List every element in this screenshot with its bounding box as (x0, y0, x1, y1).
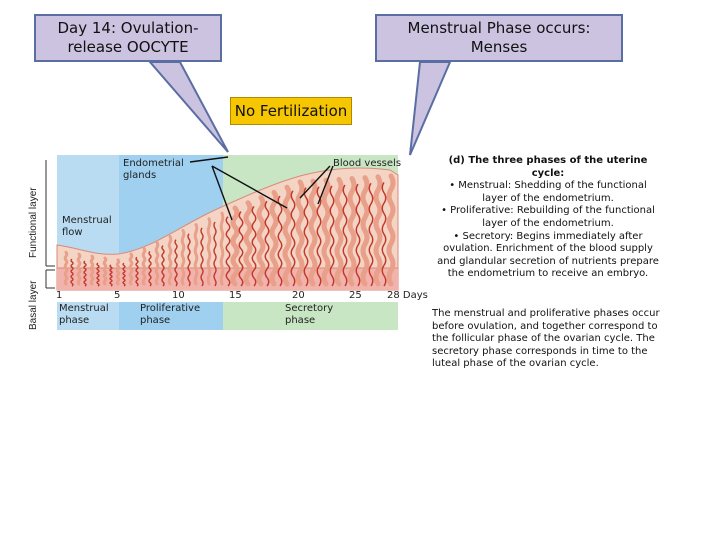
vessel-20 (329, 185, 335, 287)
menses-callout-pointer (409, 61, 452, 156)
blood-vessels-label: Blood vessels (333, 158, 402, 169)
vessel-22 (355, 183, 361, 287)
day-tick-20: 20 (292, 290, 305, 301)
vessel-12 (225, 216, 231, 287)
secretory-phase-label: Secretory phase (285, 303, 334, 326)
vessel-1 (83, 260, 87, 287)
vessel-10 (200, 227, 204, 287)
gland-20 (321, 177, 331, 287)
no-fertilization-label: No Fertilization (230, 97, 352, 125)
vessel-11 (213, 221, 217, 287)
proliferative-phase-bar (119, 302, 223, 330)
day-tick-15: 15 (229, 290, 242, 301)
phase-description-menstrual: • Menstrual: Shedding of the functional … (449, 180, 647, 204)
vessel-4 (122, 262, 126, 287)
menstrual-phase-bar (57, 302, 119, 330)
ovulation-callout: Day 14: Ovulation- release OOCYTE (34, 14, 222, 62)
menses-callout: Menstrual Phase occurs: Menses (375, 14, 623, 62)
menstrual-phase-label: Menstrual phase (59, 303, 109, 326)
gland-9 (180, 229, 186, 286)
gland-5 (128, 252, 134, 286)
vessels-pointer-1 (299, 165, 331, 199)
gland-15 (256, 195, 266, 287)
proliferative-phase-label: Proliferative phase (140, 303, 201, 326)
vessel-16 (277, 195, 283, 287)
vessel-21 (342, 184, 348, 287)
vessel-15 (264, 200, 270, 287)
gland-6 (141, 246, 147, 286)
functional-layer-label: Functional layer (28, 187, 39, 258)
vessel-6 (148, 250, 152, 287)
day-tick-25: 25 (349, 290, 362, 301)
day-tick-5: 5 (114, 290, 121, 301)
ovulation-callout-text: Day 14: Ovulation- release OOCYTE (57, 19, 199, 56)
ovulation-callout-pointer (147, 61, 229, 153)
endometrial-glands-label: Endometrial glands (123, 158, 184, 181)
gland-14 (243, 200, 253, 287)
glands-pointer-2 (211, 165, 288, 209)
gland-16 (269, 189, 279, 287)
vessel-3 (109, 264, 113, 287)
gland-18 (295, 179, 305, 287)
vessel-24 (381, 182, 387, 287)
gland-11 (206, 217, 212, 286)
secretory-phase-bar (223, 302, 398, 330)
phase-description-secretory: • Secretory: Begins immediately after ov… (437, 230, 659, 280)
menses-callout-text: Menstrual Phase occurs: Menses (407, 19, 591, 56)
gland-10 (193, 223, 199, 286)
blood-vessels (70, 182, 387, 287)
gland-22 (347, 176, 357, 287)
no-fertilization-text: No Fertilization (234, 102, 348, 120)
vessel-14 (251, 205, 257, 287)
day-tick-1: 1 (56, 290, 63, 301)
vessel-13 (238, 211, 244, 287)
gland-19 (308, 178, 318, 287)
gland-3 (102, 256, 108, 286)
vessel-23 (368, 182, 374, 287)
gland-21 (334, 176, 344, 287)
gland-13 (230, 205, 240, 287)
glands-pointer-1 (189, 156, 229, 163)
uterine-phases-caption: (d) The three phases of the uterine cycl… (436, 155, 660, 281)
gland-25 (386, 173, 396, 287)
vessel-2 (96, 262, 100, 287)
uterine-phases-title: (d) The three phases of the uterine cycl… (448, 155, 648, 179)
vessel-7 (161, 245, 165, 287)
gland-7 (154, 240, 160, 286)
basal-layer-label: Basal layer (28, 280, 39, 330)
gland-1 (76, 252, 82, 286)
ovarian-correspondence-caption: The menstrual and proliferative phases o… (432, 308, 660, 370)
gland-23 (360, 175, 370, 287)
gland-8 (167, 234, 173, 286)
gland-0 (63, 250, 69, 286)
vessel-9 (187, 233, 191, 287)
day-tick-28: 28 Days (387, 290, 428, 301)
gland-17 (282, 184, 292, 287)
vessel-8 (174, 239, 178, 287)
gland-4 (115, 258, 121, 286)
vessel-17 (290, 190, 296, 287)
phase-description-proliferative: • Proliferative: Rebuilding of the funct… (441, 205, 655, 229)
day-tick-10: 10 (172, 290, 185, 301)
vessel-18 (303, 187, 309, 287)
vessels-pointer-2 (317, 165, 334, 205)
gland-2 (89, 254, 95, 286)
gland-12 (219, 211, 225, 286)
vessel-19 (316, 186, 322, 287)
glands-pointer-3 (211, 165, 233, 221)
vessel-0 (70, 258, 74, 287)
vessel-5 (135, 256, 139, 287)
endometrial-glands (63, 173, 396, 287)
gland-24 (373, 174, 383, 287)
menstrual-flow-label: Menstrual flow (62, 215, 112, 238)
